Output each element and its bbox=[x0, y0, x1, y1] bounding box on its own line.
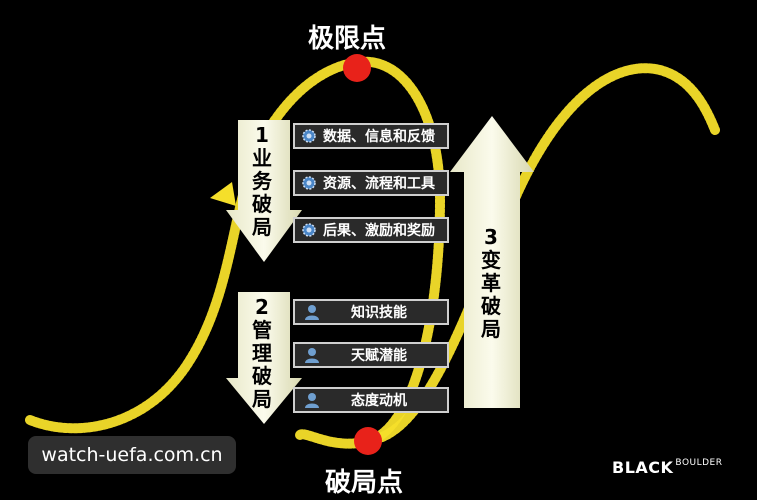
phase2-label: 2 管 理 破 局 bbox=[252, 296, 272, 411]
gear-icon bbox=[302, 129, 316, 143]
watermark-text: watch-uefa.com.cn bbox=[41, 444, 223, 466]
person-icon bbox=[305, 348, 319, 363]
business-item: 后果、激励和奖励 bbox=[293, 217, 449, 243]
management-item: 知识技能 bbox=[293, 299, 449, 325]
watermark: watch-uefa.com.cn bbox=[28, 436, 236, 474]
business-item-label: 后果、激励和奖励 bbox=[323, 223, 435, 239]
management-item: 态度动机 bbox=[293, 387, 449, 413]
gear-icon bbox=[302, 176, 316, 190]
phase2-arrow bbox=[226, 292, 302, 424]
business-item: 资源、流程和工具 bbox=[293, 170, 449, 196]
management-item-label: 天赋潜能 bbox=[351, 348, 407, 364]
phase3-char: 局 bbox=[481, 317, 501, 341]
phase2-number: 2 bbox=[255, 295, 269, 319]
curve-arrowhead bbox=[210, 182, 236, 206]
phase3-arrow bbox=[450, 116, 534, 408]
phase2-char: 破 bbox=[252, 364, 272, 388]
phase1-char: 破 bbox=[252, 192, 272, 216]
brand-left: BLACK bbox=[612, 458, 674, 477]
phase2-char: 管 bbox=[252, 318, 272, 342]
phase3-char: 革 bbox=[481, 271, 501, 295]
s-curve-right bbox=[367, 63, 720, 445]
management-item-label: 态度动机 bbox=[351, 393, 407, 409]
phase3-char: 破 bbox=[481, 294, 501, 318]
phase3-number: 3 bbox=[484, 225, 498, 249]
phase1-arrow bbox=[226, 120, 302, 262]
break-point bbox=[354, 427, 382, 455]
gear-icon bbox=[302, 223, 316, 237]
person-icon bbox=[305, 393, 319, 408]
person-icon bbox=[305, 305, 319, 320]
phase3-char: 变 bbox=[481, 248, 501, 272]
phase1-number: 1 bbox=[255, 123, 269, 147]
business-item-label: 资源、流程和工具 bbox=[323, 176, 435, 192]
phase1-char: 局 bbox=[252, 215, 272, 239]
phase3-label: 3 变 革 破 局 bbox=[481, 226, 501, 341]
limit-point-label: 极限点 bbox=[308, 24, 387, 54]
business-item: 数据、信息和反馈 bbox=[293, 123, 449, 149]
limit-point bbox=[343, 54, 371, 82]
phase2-char: 理 bbox=[252, 341, 272, 365]
brand-right: BOULDER bbox=[675, 458, 723, 468]
business-item-label: 数据、信息和反馈 bbox=[323, 129, 435, 145]
management-item-label: 知识技能 bbox=[351, 305, 407, 321]
management-item: 天赋潜能 bbox=[293, 342, 449, 368]
phase1-char: 业 bbox=[252, 146, 272, 170]
phase2-char: 局 bbox=[252, 387, 272, 411]
phase1-char: 务 bbox=[252, 169, 272, 193]
break-point-label: 破局点 bbox=[325, 468, 404, 498]
phase1-label: 1 业 务 破 局 bbox=[252, 124, 272, 239]
